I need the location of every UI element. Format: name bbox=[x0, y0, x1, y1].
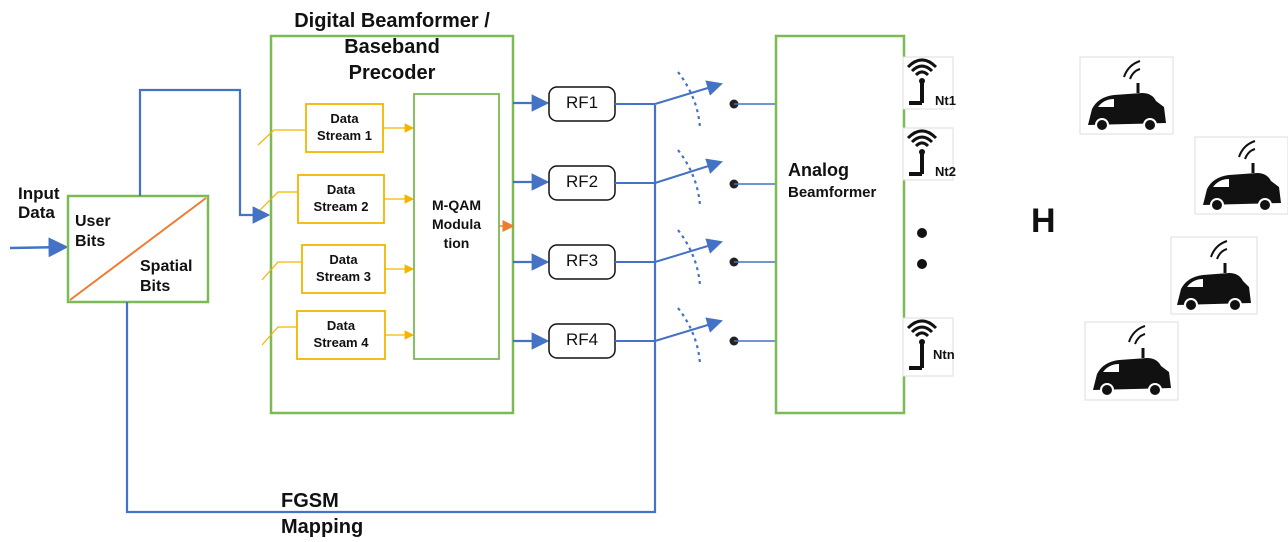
mqam-modulation-label: M-QAM Modula tion bbox=[414, 196, 499, 253]
stream-to-modulator-arrows bbox=[383, 123, 415, 340]
rf-label-4: RF4 bbox=[565, 330, 599, 349]
rf-switches bbox=[654, 71, 723, 365]
digital-beamformer-title: Digital Beamformer / Baseband Precoder bbox=[252, 8, 532, 86]
data-stream-3-line2: Stream 3 bbox=[316, 269, 371, 284]
switch-contacts bbox=[729, 99, 776, 346]
splitter-diagonal bbox=[69, 197, 207, 301]
spatial-bits-label: Spatial Bits bbox=[140, 257, 192, 297]
data-stream-label-3: Data Stream 3 bbox=[302, 251, 385, 285]
rf-chain-boxes bbox=[548, 86, 616, 359]
data-stream-label-4: Data Stream 4 bbox=[297, 317, 385, 351]
data-stream-boxes bbox=[296, 103, 386, 360]
antenna-label-ntn: Ntn bbox=[933, 347, 955, 362]
input-label-line2: Data bbox=[18, 203, 55, 222]
user-bits-label: User Bits bbox=[75, 212, 111, 252]
mqam-line3: tion bbox=[443, 235, 470, 251]
user-bits-line1: User bbox=[75, 213, 111, 230]
data-stream-box-1 bbox=[305, 103, 384, 153]
data-stream-label-2: Data Stream 2 bbox=[298, 181, 384, 215]
antenna-icon bbox=[902, 127, 954, 181]
channel-matrix-label: H bbox=[1031, 202, 1056, 240]
rf-output-wires bbox=[615, 103, 655, 342]
rf-label-1: RF1 bbox=[565, 93, 599, 112]
input-data-label: Input Data bbox=[18, 184, 60, 222]
car-with-antenna-icon bbox=[1084, 321, 1179, 401]
user-bits-line2: Bits bbox=[75, 233, 106, 250]
mqam-line1: M-QAM bbox=[432, 197, 481, 213]
input-arrow bbox=[9, 237, 69, 258]
digital-title-line2: Baseband bbox=[344, 36, 440, 58]
antenna-label-nt1: Nt1 bbox=[935, 93, 956, 108]
stream-input-ticks bbox=[257, 129, 306, 346]
fgsm-mapping-label: FGSM Mapping bbox=[281, 488, 363, 540]
digital-title-line1: Digital Beamformer / bbox=[294, 10, 490, 32]
fgsm-line1: FGSM bbox=[281, 490, 339, 512]
user-bits-wire bbox=[138, 88, 271, 224]
data-stream-2-line2: Stream 2 bbox=[313, 199, 369, 214]
analog-beamformer-title: Analog bbox=[788, 160, 849, 180]
rf-label-2: RF2 bbox=[565, 172, 599, 191]
fgsm-line2: Mapping bbox=[281, 516, 364, 538]
antenna-icon bbox=[902, 56, 954, 110]
data-stream-1-line1: Data bbox=[330, 111, 359, 126]
modulator-to-rf-wires bbox=[513, 94, 550, 350]
analog-beamformer-block bbox=[774, 34, 906, 415]
data-stream-2-line1: Data bbox=[326, 182, 356, 197]
mqam-line2: Modula bbox=[432, 216, 481, 232]
data-stream-label-1: Data Stream 1 bbox=[306, 110, 383, 144]
spatial-bits-line2: Bits bbox=[140, 278, 171, 295]
rf-label-3: RF3 bbox=[565, 251, 599, 270]
car-with-antenna-icon bbox=[1170, 236, 1258, 315]
data-stream-3-line1: Data bbox=[329, 252, 358, 267]
spatial-bits-line1: Spatial bbox=[140, 258, 193, 275]
analog-beamformer-subtitle: Beamformer bbox=[788, 184, 877, 201]
data-stream-box-4 bbox=[296, 310, 386, 360]
mqam-modulator-box bbox=[413, 93, 500, 360]
fgsm-mapping-wire bbox=[125, 105, 657, 514]
data-stream-1-line2: Stream 1 bbox=[317, 128, 372, 143]
antenna-icon bbox=[902, 317, 954, 377]
data-stream-box-3 bbox=[301, 244, 386, 294]
antenna-ellipsis-dots bbox=[917, 228, 927, 269]
antenna-label-nt2: Nt2 bbox=[935, 164, 956, 179]
car-with-antenna-icon bbox=[1194, 136, 1288, 215]
data-stream-4-line2: Stream 4 bbox=[313, 335, 369, 350]
car-with-antenna-icon bbox=[1079, 56, 1174, 135]
data-stream-4-line1: Data bbox=[326, 318, 356, 333]
digital-title-line3: Precoder bbox=[348, 62, 436, 84]
input-label-line1: Input bbox=[18, 184, 60, 203]
